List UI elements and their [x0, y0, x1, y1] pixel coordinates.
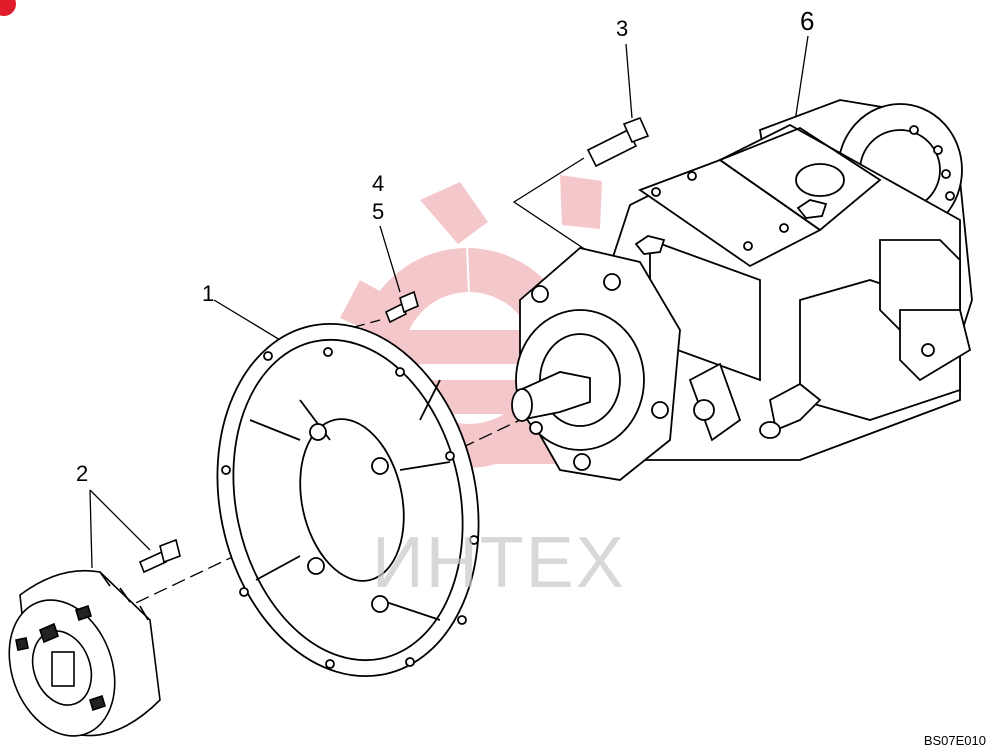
- callout-5: 5: [372, 199, 385, 224]
- leader-4-5: [379, 225, 401, 293]
- pump-bolt: [586, 116, 650, 168]
- callout-1: 1: [202, 281, 215, 306]
- callout-2: 2: [76, 461, 89, 486]
- coupling-bolt: [138, 538, 181, 574]
- leader-3: [625, 43, 633, 119]
- callout-6: 6: [800, 6, 815, 36]
- watermark-text: ИНТЕХ: [372, 523, 626, 603]
- leader-2b: [89, 489, 151, 551]
- coupling: [8, 569, 161, 737]
- flywheel-plate: [216, 322, 480, 678]
- corner-marker: [0, 0, 16, 16]
- document-code: BS07E010: [923, 733, 986, 748]
- callout-3: 3: [616, 16, 629, 41]
- hydraulic-pump: [511, 99, 973, 481]
- callout-4: 4: [372, 171, 385, 196]
- plate-bolt: [384, 290, 419, 324]
- leader-6: [793, 35, 809, 129]
- leader-2a: [89, 489, 93, 569]
